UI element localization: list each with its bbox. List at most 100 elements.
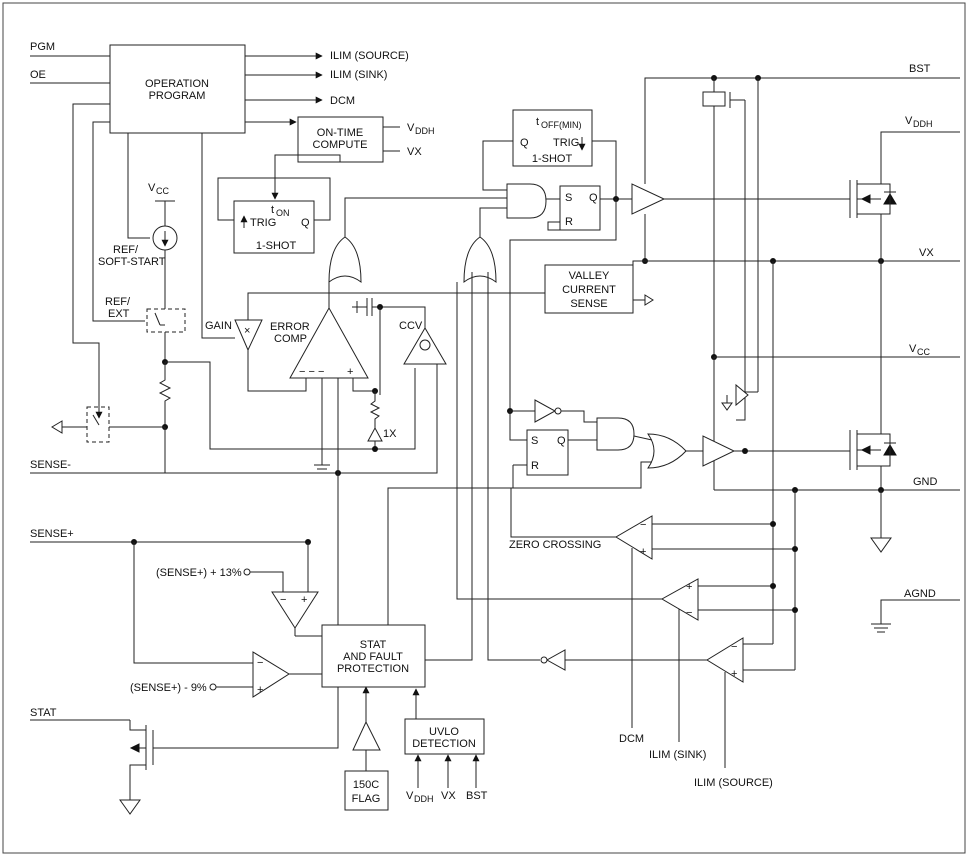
pin-stat: STAT (30, 707, 57, 719)
toff-one-shot-block: t OFF(MIN) Q TRIG 1-SHOT (512, 109, 593, 167)
toff-name: 1-SHOT (532, 153, 573, 165)
valley-label-1: VALLEY (569, 270, 610, 282)
zero-crossing-label: ZERO CROSSING (509, 539, 601, 551)
ton-trig: TRIG (250, 217, 276, 229)
pin-vcc-v: V (909, 343, 917, 355)
inverter-low (534, 399, 557, 423)
ref-ext-switch (146, 308, 186, 333)
uvlo-vddh-v: V (406, 790, 414, 802)
vcc-buffer (735, 383, 749, 407)
ccv-label: CCV (399, 320, 423, 332)
on-time-compute-label-2: COMPUTE (313, 139, 368, 151)
sr-bottom-q: Q (557, 435, 566, 447)
sr-latch-bottom: S Q R (526, 429, 569, 476)
sr-top-s: S (565, 192, 572, 204)
toff-sub: OFF(MIN) (541, 120, 582, 130)
toff-q: Q (520, 137, 529, 149)
and-gate-top (506, 183, 547, 219)
operation-program-label-2: PROGRAM (149, 90, 206, 102)
ilim-source-minus: − (731, 641, 737, 653)
ref-soft-start-1: REF/ (113, 244, 139, 256)
sr-top-q: Q (589, 192, 598, 204)
or-gate-right (463, 236, 497, 283)
one-x-label: 1X (383, 428, 397, 440)
ref-ext-1: REF/ (105, 296, 131, 308)
sr-top-r: R (565, 216, 573, 228)
toff-t: t (536, 116, 539, 128)
ref-vcc-v: V (148, 182, 156, 194)
bottom-dcm-label: DCM (619, 733, 644, 745)
uvp-plus: + (257, 684, 263, 696)
ovp-minus: − (280, 594, 286, 606)
low-side-driver (702, 435, 736, 467)
or-gate-left (328, 236, 362, 283)
stat-fault-protection-block: STAT AND FAULT PROTECTION (321, 624, 426, 688)
sense-plus-9-label: (SENSE+) - 9% (130, 682, 207, 694)
sense-switch (86, 406, 110, 443)
uvlo-vddh-sub: DDH (414, 794, 434, 804)
gain-mult: × (244, 325, 250, 337)
ref-vcc-sub: CC (156, 186, 169, 196)
stat-fault-label-3: PROTECTION (337, 663, 409, 675)
valley-label-3: SENSE (570, 298, 607, 310)
high-side-mosfet (849, 180, 897, 261)
uvlo-detection-block: UVLO DETECTION (404, 718, 485, 755)
uvlo-vx: VX (441, 790, 456, 802)
pin-gnd: GND (913, 476, 938, 488)
ton-q: Q (301, 217, 310, 229)
ton-one-shot-block: t ON TRIG Q 1-SHOT (233, 200, 315, 254)
stat-mosfet (119, 687, 339, 815)
valley-label-2: CURRENT (562, 284, 616, 296)
error-comp-amp (289, 306, 369, 379)
ton-name: 1-SHOT (256, 240, 297, 252)
pin-pgm: PGM (30, 41, 55, 53)
or-gate-low (647, 433, 687, 469)
flag-label-2: FLAG (352, 793, 381, 805)
ton-t: t (271, 204, 274, 216)
bottom-ilim-source-label: ILIM (SOURCE) (694, 777, 773, 789)
ilim-sink-minus: − (686, 607, 692, 619)
error-comp-label-2: COMP (274, 333, 307, 345)
zc-plus: + (640, 546, 646, 558)
sr-bottom-s: S (531, 435, 538, 447)
output-ilim-source: ILIM (SOURCE) (330, 50, 409, 62)
operation-program-block: OPERATION PROGRAM (109, 44, 246, 134)
ovp-comparator (271, 591, 319, 629)
pin-sense-minus: SENSE- (30, 459, 71, 471)
uvlo-bst: BST (466, 790, 488, 802)
stat-fault-label-2: AND FAULT (343, 651, 403, 663)
output-ilim-sink: ILIM (SINK) (330, 69, 387, 81)
and-gate-low (596, 417, 635, 451)
pin-vddh-v: V (905, 115, 913, 127)
sense-output-triangle (51, 420, 63, 434)
zero-crossing-comp (615, 515, 653, 560)
pin-bst: BST (909, 63, 931, 75)
uvlo-label-2: DETECTION (412, 738, 476, 750)
on-time-compute-label-1: ON-TIME (317, 127, 363, 139)
bottom-ilim-sink-label: ILIM (SINK) (649, 749, 706, 761)
gain-label: GAIN (205, 320, 232, 332)
flag-buffer (352, 720, 381, 751)
pin-vcc-sub: CC (917, 347, 930, 357)
ton-sub: ON (276, 208, 290, 218)
ilim-sink-comp (660, 578, 699, 621)
pin-sense-plus: SENSE+ (30, 528, 74, 540)
uvp-comparator (252, 651, 290, 698)
sr-bottom-r: R (531, 460, 539, 472)
output-dcm: DCM (330, 95, 355, 107)
ilim-sink-plus: + (686, 581, 692, 593)
toff-trig: TRIG (553, 137, 579, 149)
gnd-triangle (870, 537, 892, 553)
uvp-minus: − (257, 657, 263, 669)
error-comp-plus: + (347, 366, 353, 378)
uvlo-label-1: UVLO (429, 726, 459, 738)
pin-oe: OE (30, 69, 46, 81)
high-side-driver (631, 183, 666, 215)
pin-vx: VX (919, 247, 934, 259)
otc-vx: VX (407, 146, 422, 158)
sense-plus-13-label: (SENSE+) + 13% (156, 567, 242, 579)
error-comp-minus: − − − (299, 366, 324, 378)
